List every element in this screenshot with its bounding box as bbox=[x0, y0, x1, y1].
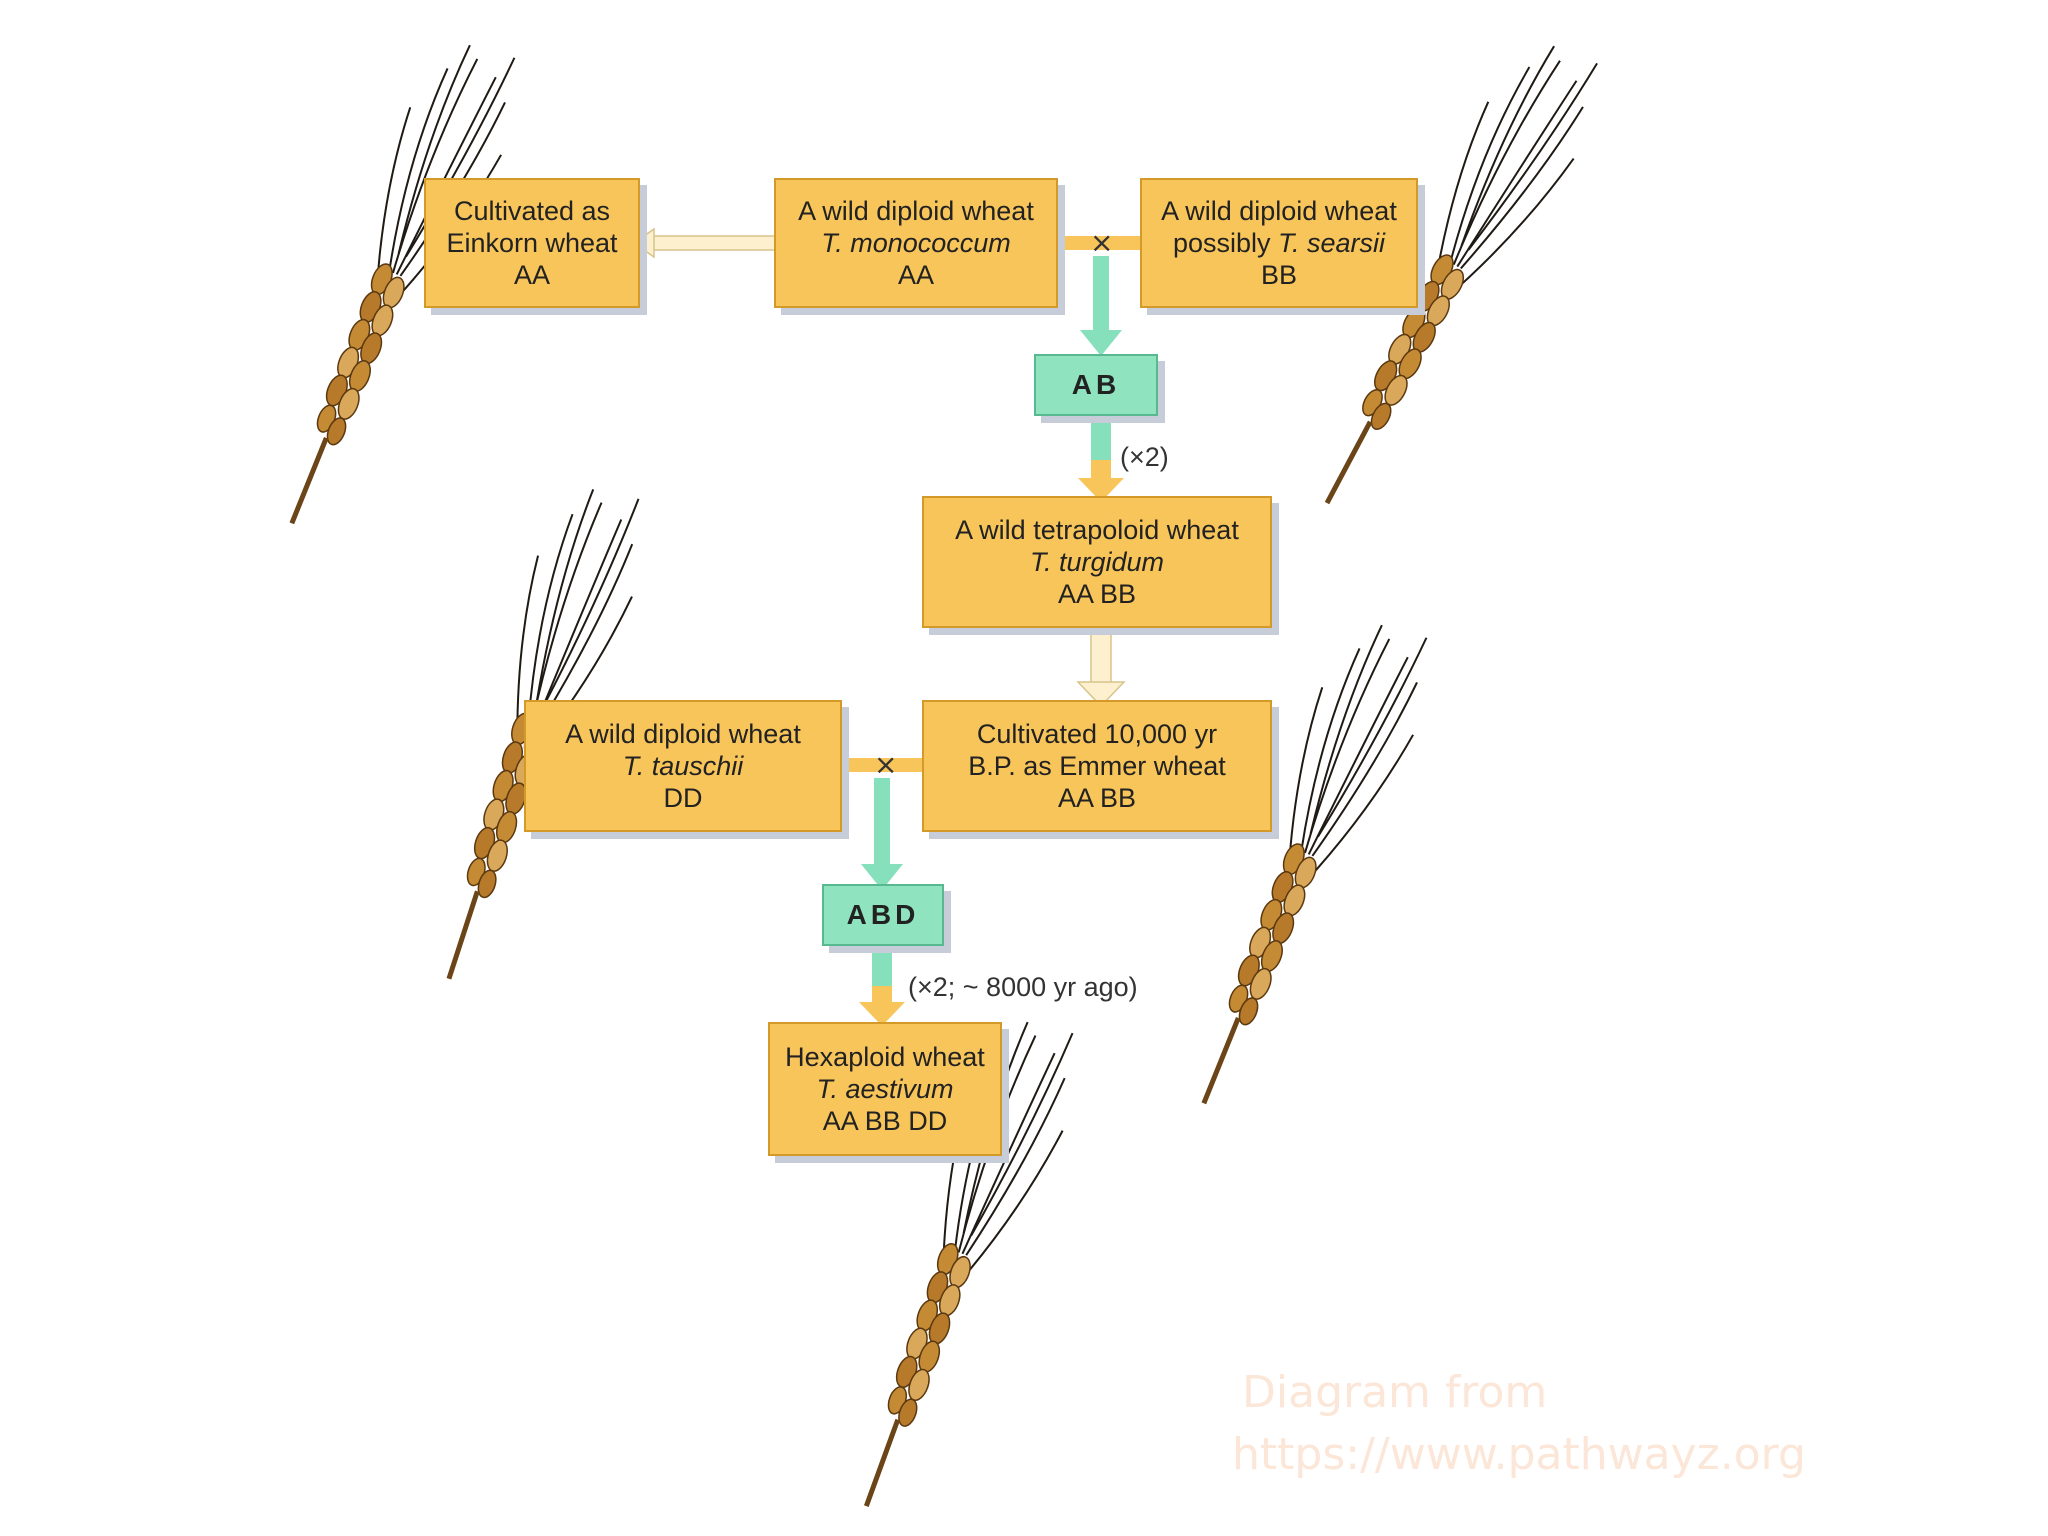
arrow-to-abd bbox=[861, 778, 903, 890]
einkorn-box: Cultivated as Einkorn wheat AA bbox=[424, 178, 640, 308]
hexaploid-species: T. aestivum bbox=[816, 1074, 954, 1104]
tauschii-genome: DD bbox=[663, 783, 703, 813]
turgidum-species: T. turgidum bbox=[1029, 547, 1165, 577]
tauschii-line1: A wild diploid wheat bbox=[565, 719, 801, 749]
turgidum-genome: AA BB bbox=[1057, 579, 1137, 609]
searsii-box: A wild diploid wheat possibly T. searsii… bbox=[1140, 178, 1418, 308]
arrow-to-ab bbox=[1080, 256, 1122, 356]
hexaploid-line1: Hexaploid wheat bbox=[785, 1042, 985, 1072]
emmer-line1: Cultivated 10,000 yr bbox=[976, 719, 1218, 749]
wheat-ear-icon bbox=[1161, 609, 1448, 1125]
searsii-prefix: possibly bbox=[1172, 228, 1278, 258]
abd-hybrid-box: ABD bbox=[822, 884, 944, 946]
turgidum-line1: A wild tetrapoloid wheat bbox=[955, 515, 1239, 545]
arrow-abd-to-hexaploid bbox=[859, 950, 905, 1026]
arrow-turgidum-to-emmer bbox=[1076, 629, 1126, 708]
emmer-line2: B.P. as Emmer wheat bbox=[968, 751, 1226, 781]
arrow-ab-to-turgidum bbox=[1078, 418, 1124, 502]
emmer-box: Cultivated 10,000 yr B.P. as Emmer wheat… bbox=[922, 700, 1272, 832]
watermark-line1: Diagram from bbox=[1242, 1367, 1548, 1418]
einkorn-genome: AA bbox=[513, 260, 551, 290]
tauschii-box: A wild diploid wheat T. tauschii DD bbox=[524, 700, 842, 832]
searsii-species: T. searsii bbox=[1278, 228, 1386, 258]
einkorn-line1: Cultivated as bbox=[453, 196, 611, 226]
hexaploid-box: Hexaploid wheat T. aestivum AA BB DD bbox=[768, 1022, 1002, 1156]
abd-label: ABD bbox=[846, 899, 920, 930]
monococcum-genome: AA bbox=[897, 260, 935, 290]
hexaploid-genome: AA BB DD bbox=[822, 1106, 948, 1136]
monococcum-box: A wild diploid wheat T. monococcum AA bbox=[774, 178, 1058, 308]
ab-label: AB bbox=[1071, 369, 1121, 400]
cross-connector-top bbox=[1062, 236, 1146, 250]
ab-hybrid-box: AB bbox=[1034, 354, 1158, 416]
monococcum-species: T. monococcum bbox=[821, 228, 1011, 258]
monococcum-line1: A wild diploid wheat bbox=[798, 196, 1034, 226]
searsii-line1: A wild diploid wheat bbox=[1161, 196, 1397, 226]
turgidum-box: A wild tetrapoloid wheat T. turgidum AA … bbox=[922, 496, 1272, 628]
cross-symbol-bottom: × bbox=[874, 748, 898, 781]
arrow-monococcum-to-einkorn bbox=[632, 227, 785, 259]
cross-symbol-top: × bbox=[1090, 226, 1114, 259]
einkorn-line2: Einkorn wheat bbox=[446, 228, 618, 258]
emmer-genome: AA BB bbox=[1057, 783, 1137, 813]
doubling-label-2: (×2; ~ 8000 yr ago) bbox=[908, 972, 1138, 1002]
cross-connector-bottom bbox=[840, 758, 936, 772]
searsii-genome: BB bbox=[1260, 260, 1298, 290]
doubling-label-1: (×2) bbox=[1120, 442, 1169, 472]
tauschii-species: T. tauschii bbox=[622, 751, 744, 781]
watermark: Diagram from https://www.pathwayz.org bbox=[1232, 1362, 1806, 1486]
watermark-line2: https://www.pathwayz.org bbox=[1232, 1429, 1806, 1480]
searsii-line2: possibly T. searsii bbox=[1173, 227, 1385, 259]
